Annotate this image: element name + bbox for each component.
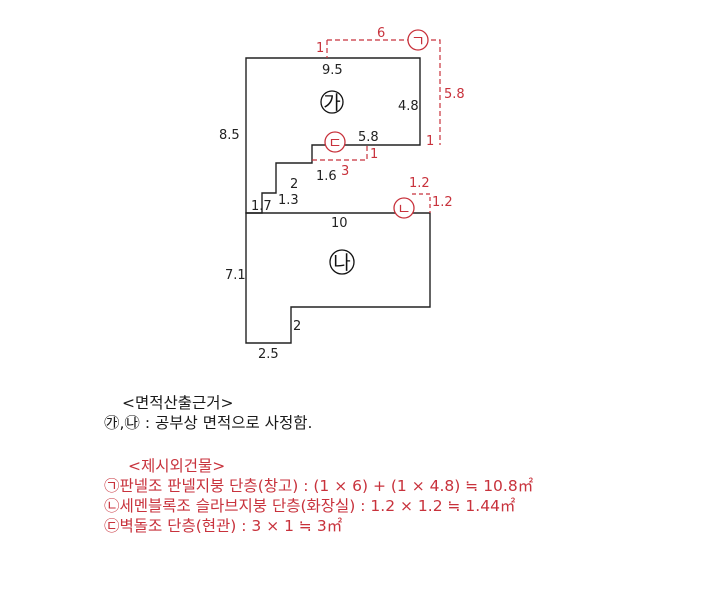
- building-b-outline: [245, 212, 431, 344]
- notes-section: <면적산출근거> ㉮,㉯ : 공부상 면적으로 사정함. <제시외건물> ㉠판넬…: [104, 393, 533, 536]
- dim-annex3-depth: 1: [370, 147, 378, 162]
- area-basis-title: <면적산출근거>: [122, 394, 234, 412]
- circle-label-a: 가: [320, 90, 344, 114]
- dim-annex1-corner-bottom: 1: [426, 134, 434, 149]
- svg-text:ㄷ: ㄷ: [328, 134, 342, 152]
- circle-label-annex-3: ㄷ: [324, 131, 346, 153]
- svg-text:나: 나: [333, 252, 350, 274]
- dim-a-step-1.6: 1.6: [316, 169, 337, 184]
- dim-annex3-width: 3: [341, 164, 349, 179]
- floor-plan-diagram: 9.5 4.8 5.8 8.5 2 1.6 1.7 1.3 10 7.1 2 2…: [219, 26, 465, 362]
- dim-b-bottom: 2.5: [258, 347, 279, 362]
- dim-annex1-right: 5.8: [444, 87, 465, 102]
- dim-b-left: 7.1: [225, 268, 246, 283]
- annex-2-outline: [412, 193, 431, 213]
- extra-item-3: ㉢벽돌조 단층(현관) : 3 × 1 ≒ 3㎡: [104, 517, 343, 535]
- dim-b-top: 10: [331, 216, 348, 231]
- svg-text:ㄴ: ㄴ: [397, 200, 411, 218]
- dim-annex2-top: 1.2: [409, 176, 430, 191]
- area-basis-line: ㉮,㉯ : 공부상 면적으로 사정함.: [104, 414, 313, 432]
- circle-label-annex-1: ㄱ: [407, 29, 429, 51]
- svg-text:ㄱ: ㄱ: [411, 32, 425, 50]
- extra-buildings-title: <제시외건물>: [128, 457, 226, 475]
- dim-a-step-1.7: 1.7: [251, 199, 272, 214]
- dim-annex1-corner-top: 1: [316, 41, 324, 56]
- dim-a-step-2: 2: [290, 177, 298, 192]
- dim-a-step-1.3: 1.3: [278, 193, 299, 208]
- dim-b-notch: 2: [293, 319, 301, 334]
- extra-item-2: ㉡세멘블록조 슬라브지붕 단층(화장실) : 1.2 × 1.2 ≒ 1.44㎡: [104, 497, 516, 515]
- annex-1-outline: [326, 39, 441, 145]
- dim-a-step-top: 5.8: [358, 130, 379, 145]
- dim-a-right: 4.8: [398, 99, 419, 114]
- dim-a-left: 8.5: [219, 128, 240, 143]
- circle-label-b: 나: [329, 249, 355, 275]
- circle-label-annex-2: ㄴ: [393, 197, 415, 219]
- extra-item-1: ㉠판넬조 판넬지붕 단층(창고) : (1 × 6) + (1 × 4.8) ≒…: [104, 477, 534, 495]
- dim-annex1-top: 6: [377, 26, 385, 41]
- svg-text:가: 가: [323, 92, 340, 114]
- dim-a-top: 9.5: [322, 63, 343, 78]
- annex-3-outline: [312, 145, 368, 161]
- dim-annex2-right: 1.2: [432, 195, 453, 210]
